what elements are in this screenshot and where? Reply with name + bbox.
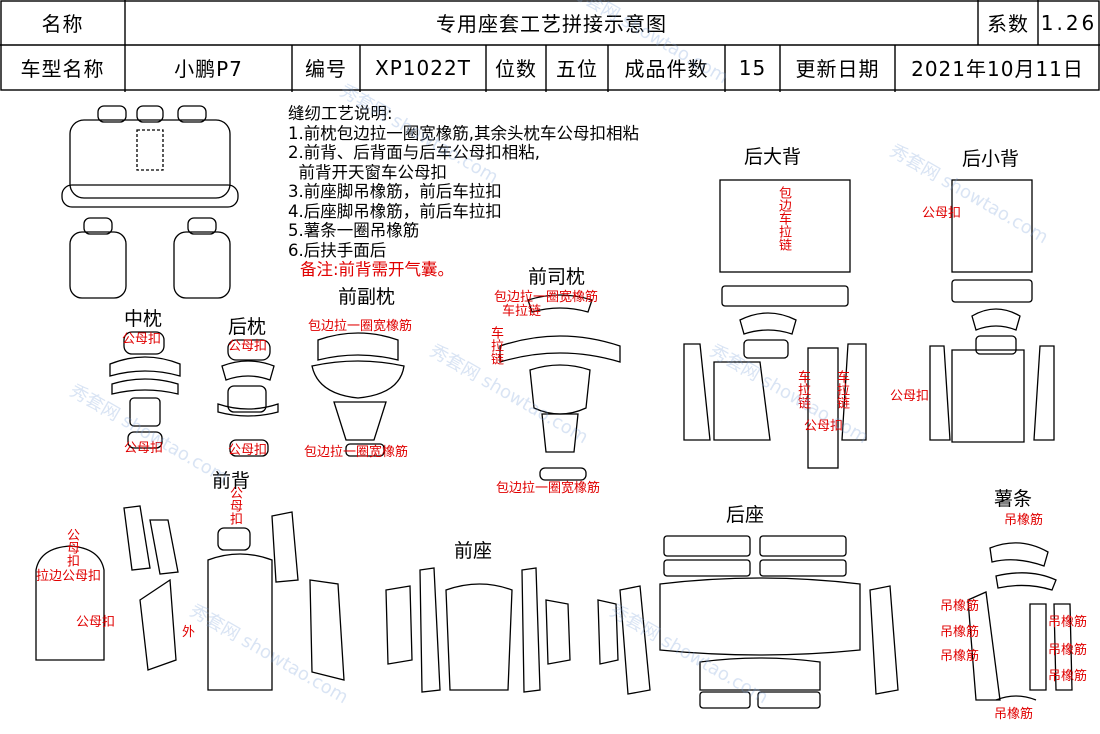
annotation-snap: 公母扣	[124, 441, 164, 456]
document-title: 专用座套工艺拼接示意图	[436, 12, 667, 36]
section-front-back: 前背	[212, 470, 251, 492]
annotation-snap: 公母扣	[122, 332, 162, 347]
annotation-hanging-elastic: 吊橡筋	[940, 625, 980, 640]
annotation-zip-vertical: 车拉链	[488, 326, 503, 365]
name-label: 名称	[41, 12, 84, 36]
annotation-outside: 外	[182, 625, 196, 640]
finished-count-value: 15	[738, 55, 767, 80]
annotation-snap: 公母扣	[76, 615, 116, 630]
section-front-passenger-pillow: 前副枕	[338, 286, 396, 308]
annotation-binding-snap: 拉边公母扣	[36, 569, 102, 584]
annotation-binding-elastic: 包边拉一圈宽橡筋	[496, 481, 601, 496]
annotation-hanging-elastic: 吊橡筋	[1048, 615, 1088, 630]
fries-strip-pieces	[967, 542, 1073, 701]
annotation-hanging-elastic: 吊橡筋	[940, 649, 980, 664]
annotation-hanging-elastic: 吊橡筋	[1048, 643, 1088, 658]
sewing-instructions: 缝纫工艺说明: 1.前枕包边拉一圈宽橡筋,其余头枕车公母扣相粘 2.前背、后背面…	[288, 104, 639, 280]
front-driver-pillow-pieces	[499, 294, 621, 481]
section-rear-pillow: 后枕	[228, 316, 267, 338]
annotation-snap-vertical: 公母扣	[227, 486, 242, 525]
seats-label: 位数	[495, 57, 537, 81]
note-line-2: 2.前背、后背面与后车公母扣相粘,	[288, 143, 540, 162]
section-front-seat: 前座	[454, 540, 493, 562]
code-label: 编号	[305, 57, 347, 81]
annotation-snap-vertical: 公母扣	[64, 528, 79, 567]
annotation-binding-elastic: 包边拉一圈宽橡筋	[304, 445, 409, 460]
finished-count-label: 成品件数	[624, 57, 709, 81]
rear-big-back-pieces	[683, 179, 867, 469]
front-seat-pieces	[385, 567, 571, 693]
section-rear-big-back: 后大背	[744, 146, 802, 168]
annotation-snap: 公母扣	[890, 389, 930, 404]
code-value: XP1022T	[375, 55, 471, 80]
annotation-hanging-elastic: 吊橡筋	[994, 707, 1034, 722]
remark-airbag: 备注:前背需开气囊。	[300, 260, 455, 279]
annotation-zip-vertical: 车拉链	[834, 370, 849, 409]
annotation-binding-elastic: 包边拉一圈宽橡筋	[494, 290, 599, 305]
note-line-1: 1.前枕包边拉一圈宽橡筋,其余头枕车公母扣相粘	[288, 123, 639, 143]
section-middle-pillow: 中枕	[124, 308, 163, 330]
note-line-4: 3.前座脚吊橡筋，前后车拉扣	[288, 182, 502, 201]
update-date-value: 2021年10月11日	[911, 57, 1084, 81]
annotation-snap: 公母扣	[804, 419, 844, 434]
middle-pillow-pieces	[109, 331, 181, 449]
rear-seat-pieces	[597, 535, 899, 709]
seats-value: 五位	[556, 57, 598, 81]
annotation-hanging-elastic: 吊橡筋	[1048, 669, 1088, 684]
coefficient-label: 系数	[987, 12, 1029, 36]
rear-pillow-pieces	[217, 339, 279, 457]
annotation-zip-vertical: 车拉链	[795, 370, 810, 409]
section-front-driver-pillow: 前司枕	[528, 266, 586, 288]
rear-small-back-pieces	[929, 179, 1055, 443]
annotation-hanging-elastic: 吊橡筋	[940, 599, 980, 614]
annotation-snap: 公母扣	[228, 339, 268, 354]
section-fries-strip: 薯条	[994, 488, 1033, 510]
annotation-zip: 车拉链	[502, 304, 542, 319]
update-date-label: 更新日期	[795, 57, 880, 81]
model-value: 小鹏P7	[174, 57, 243, 81]
front-back-pieces	[35, 505, 345, 691]
front-passenger-pillow-pieces	[311, 332, 405, 457]
annotation-binding-elastic: 包边拉一圈宽橡筋	[308, 319, 413, 334]
header-table-grid	[0, 0, 1100, 92]
annotation-snap: 公母扣	[228, 443, 268, 458]
annotation-binding-zip: 包边车拉链	[776, 186, 791, 251]
note-line-3: 前背开天窗车公母扣	[288, 162, 447, 182]
model-label: 车型名称	[20, 57, 105, 81]
annotation-snap: 公母扣	[922, 206, 962, 221]
seat-overview-illustration	[61, 105, 239, 299]
note-line-6: 5.薯条一圈吊橡筋	[288, 221, 420, 240]
note-line-7: 6.后扶手面后	[288, 240, 387, 260]
coefficient-value: 1.26	[1040, 10, 1098, 35]
notes-title: 缝纫工艺说明:	[288, 104, 393, 123]
section-rear-seat: 后座	[726, 504, 765, 526]
annotation-hanging-elastic: 吊橡筋	[1004, 513, 1044, 528]
note-line-5: 4.后座脚吊橡筋，前后车拉扣	[288, 201, 502, 221]
section-rear-small-back: 后小背	[962, 148, 1020, 170]
